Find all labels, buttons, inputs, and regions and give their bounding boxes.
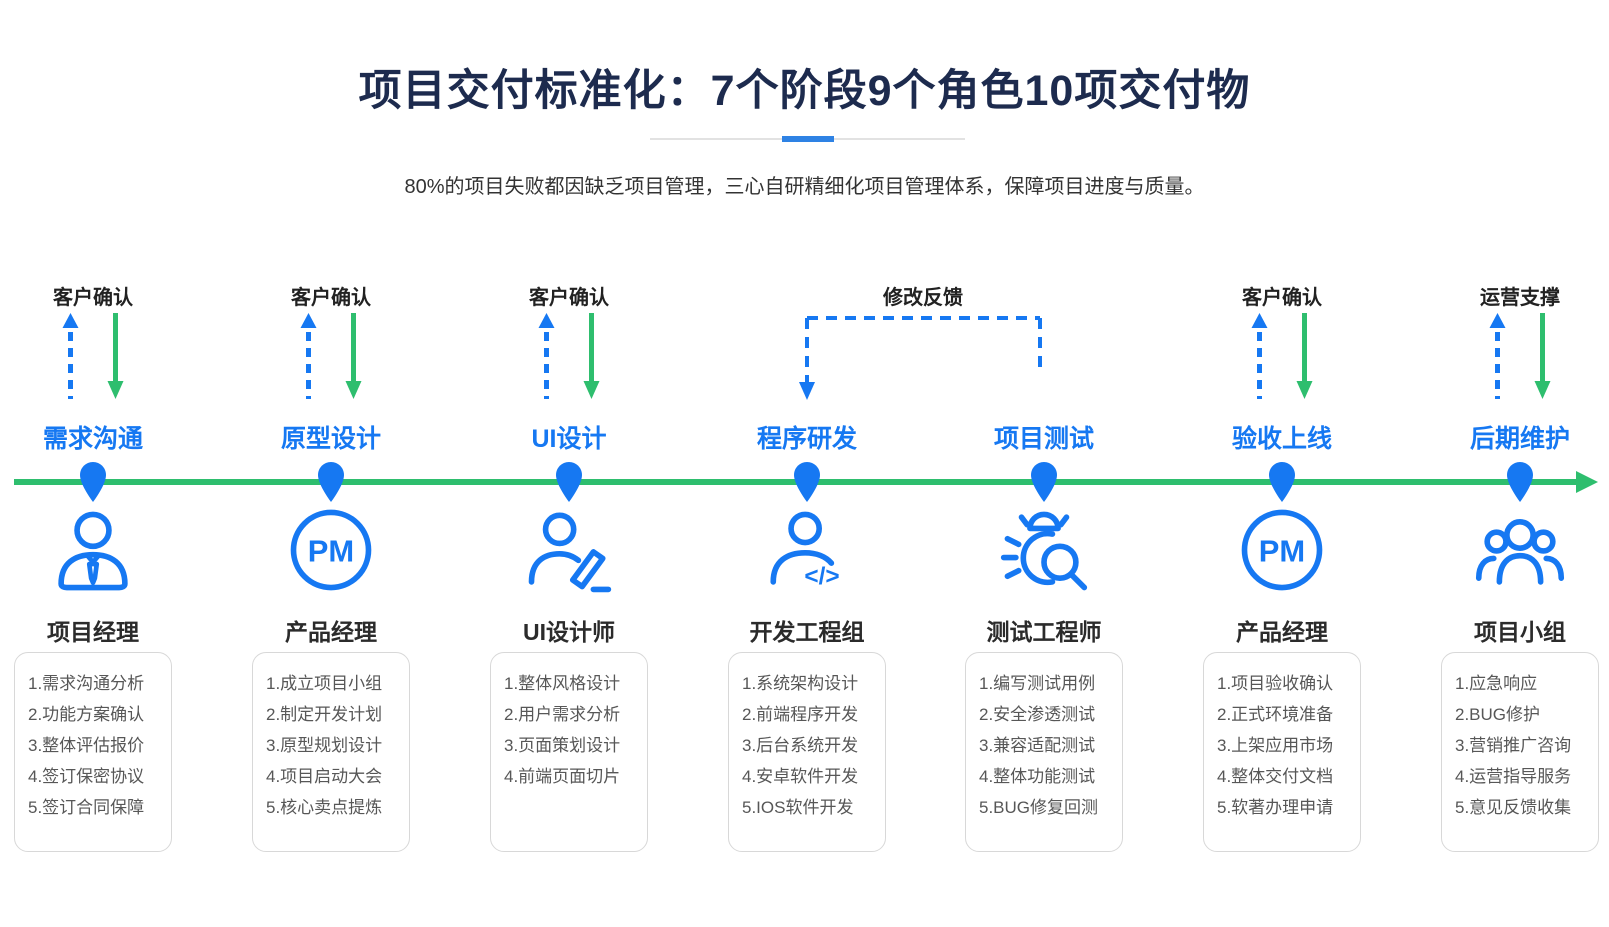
- deliverable-item: 3.兼容适配测试: [979, 736, 1096, 755]
- deliverable-item: 2.功能方案确认: [28, 705, 145, 724]
- deliverable-item: 1.应急响应: [1455, 674, 1538, 693]
- stage-name: 原型设计: [280, 425, 382, 453]
- deliverable-item: 3.营销推广咨询: [1455, 736, 1572, 755]
- confirm-arrows: [1251, 313, 1313, 399]
- timeline-pin-icon: [1507, 462, 1533, 502]
- green-down-arrow-icon: [583, 313, 600, 399]
- feedback-label: 修改反馈: [883, 287, 963, 309]
- deliverables-card: 1.系统架构设计 2.前端程序开发 3.后台系统开发 4.安卓软件开发 5.IO…: [728, 652, 886, 852]
- timeline-pin-icon: [1269, 462, 1295, 502]
- team-icon: [1475, 519, 1565, 585]
- dashed-up-arrow-icon: [1251, 313, 1268, 399]
- deliverable-item: 4.安卓软件开发: [742, 767, 859, 786]
- deliverables-card: 1.需求沟通分析 2.功能方案确认 3.整体评估报价 4.签订保密协议 5.签订…: [14, 652, 172, 852]
- dashed-up-arrow-icon: [62, 313, 79, 399]
- stage-top-label: 客户确认: [1242, 287, 1322, 309]
- deliverable-item: 5.BUG修复回测: [979, 798, 1099, 817]
- deliverable-item: 1.编写测试用例: [979, 674, 1096, 693]
- deliverable-item: 1.项目验收确认: [1217, 674, 1334, 693]
- deliverable-item: 3.原型规划设计: [266, 736, 383, 755]
- ui-designer-icon: [528, 512, 612, 593]
- confirm-arrows: [300, 313, 362, 399]
- stage-name: 程序研发: [756, 425, 858, 453]
- stage-top-label: 客户确认: [53, 287, 133, 309]
- pm-badge-icon: PM: [1241, 509, 1323, 591]
- deliverable-item: 2.用户需求分析: [504, 705, 621, 724]
- title-divider-accent: [781, 136, 834, 142]
- deliverable-item: 5.软著办理申请: [1217, 798, 1334, 817]
- deliverable-item: 3.页面策划设计: [504, 736, 621, 755]
- stage-name: 验收上线: [1231, 425, 1333, 453]
- green-down-arrow-icon: [1296, 313, 1313, 399]
- timeline-pin-icon: [794, 462, 820, 502]
- deliverable-item: 1.需求沟通分析: [28, 674, 145, 693]
- deliverable-item: 5.核心卖点提炼: [266, 798, 383, 817]
- tester-bug-icon: [1000, 511, 1088, 591]
- support-arrows: [1489, 313, 1551, 399]
- deliverable-item: 1.系统架构设计: [742, 674, 859, 693]
- stage-name: 项目测试: [993, 425, 1095, 453]
- stage-top-label: 运营支撑: [1480, 287, 1560, 309]
- stage-top-label: 客户确认: [291, 287, 371, 309]
- confirm-arrows: [538, 313, 600, 399]
- stage-name: UI设计: [531, 425, 607, 453]
- role-name: 项目经理: [47, 619, 139, 645]
- timeline-pin-icon: [80, 462, 106, 502]
- deliverable-item: 3.后台系统开发: [742, 736, 859, 755]
- deliverable-item: 2.制定开发计划: [266, 705, 383, 724]
- deliverables-card: 1.成立项目小组 2.制定开发计划 3.原型规划设计 4.项目启动大会 5.核心…: [252, 652, 410, 852]
- page-title: 项目交付标准化：7个阶段9个角色10项交付物: [358, 67, 1251, 115]
- pm-badge-text: PM: [1259, 533, 1305, 568]
- green-down-arrow-icon: [107, 313, 124, 399]
- role-name: 产品经理: [285, 619, 377, 645]
- pm-badge-text: PM: [308, 533, 354, 568]
- timeline-arrowhead-icon: [1576, 471, 1598, 493]
- deliverable-item: 4.整体交付文档: [1217, 767, 1334, 786]
- deliverable-item: 3.上架应用市场: [1217, 736, 1334, 755]
- pm-badge-icon: PM: [290, 509, 372, 591]
- role-name: 项目小组: [1474, 619, 1566, 645]
- deliverables-card: 1.整体风格设计 2.用户需求分析 3.页面策划设计 4.前端页面切片: [490, 652, 648, 852]
- deliverable-item: 4.签订保密协议: [28, 767, 145, 786]
- deliverable-item: 5.签订合同保障: [28, 798, 145, 817]
- deliverable-item: 2.安全渗透测试: [979, 705, 1096, 724]
- green-down-arrow-icon: [1534, 313, 1551, 399]
- code-glyph-text: </>: [804, 563, 839, 590]
- deliverable-item: 4.项目启动大会: [266, 767, 383, 786]
- deliverable-item: 2.BUG修护: [1455, 705, 1541, 724]
- deliverables-card: 1.项目验收确认 2.正式环境准备 3.上架应用市场 4.整体交付文档 5.软著…: [1203, 652, 1361, 852]
- role-name: 产品经理: [1236, 619, 1328, 645]
- stage-top-label: 客户确认: [529, 287, 609, 309]
- dashed-up-arrow-icon: [1489, 313, 1506, 399]
- project-manager-icon: [58, 511, 128, 591]
- stage-name: 需求沟通: [42, 425, 144, 453]
- dashed-up-arrow-icon: [300, 313, 317, 399]
- deliverable-item: 2.正式环境准备: [1217, 705, 1334, 724]
- stage-name: 后期维护: [1469, 425, 1571, 453]
- deliverable-item: 4.前端页面切片: [504, 767, 621, 786]
- dashed-up-arrow-icon: [538, 313, 555, 399]
- deliverable-item: 2.前端程序开发: [742, 705, 859, 724]
- deliverable-item: 1.整体风格设计: [504, 674, 621, 693]
- deliverables-card: 1.应急响应 2.BUG修护 3.营销推广咨询 4.运营指导服务 5.意见反馈收…: [1441, 652, 1599, 852]
- feedback-dashed-bracket-icon: [799, 316, 1042, 400]
- deliverable-item: 5.意见反馈收集: [1455, 798, 1572, 817]
- role-name: 测试工程师: [986, 619, 1102, 645]
- page-subtitle: 80%的项目失败都因缺乏项目管理，三心自研精细化项目管理体系，保障项目进度与质量…: [404, 176, 1205, 198]
- deliverable-item: 1.成立项目小组: [266, 674, 383, 693]
- role-name: UI设计师: [523, 619, 615, 645]
- deliverable-item: 3.整体评估报价: [28, 736, 145, 755]
- deliverable-item: 4.运营指导服务: [1455, 767, 1572, 786]
- confirm-arrows: [62, 313, 124, 399]
- deliverable-item: 4.整体功能测试: [979, 767, 1096, 786]
- green-down-arrow-icon: [345, 313, 362, 399]
- title-divider: [650, 136, 965, 142]
- developer-icon: </>: [770, 511, 840, 590]
- timeline-pin-icon: [318, 462, 344, 502]
- timeline-pin-icon: [556, 462, 582, 502]
- role-name: 开发工程组: [749, 619, 865, 645]
- deliverable-item: 5.IOS软件开发: [742, 798, 854, 817]
- timeline-pin-icon: [1031, 462, 1057, 502]
- deliverables-card: 1.编写测试用例 2.安全渗透测试 3.兼容适配测试 4.整体功能测试 5.BU…: [965, 652, 1123, 852]
